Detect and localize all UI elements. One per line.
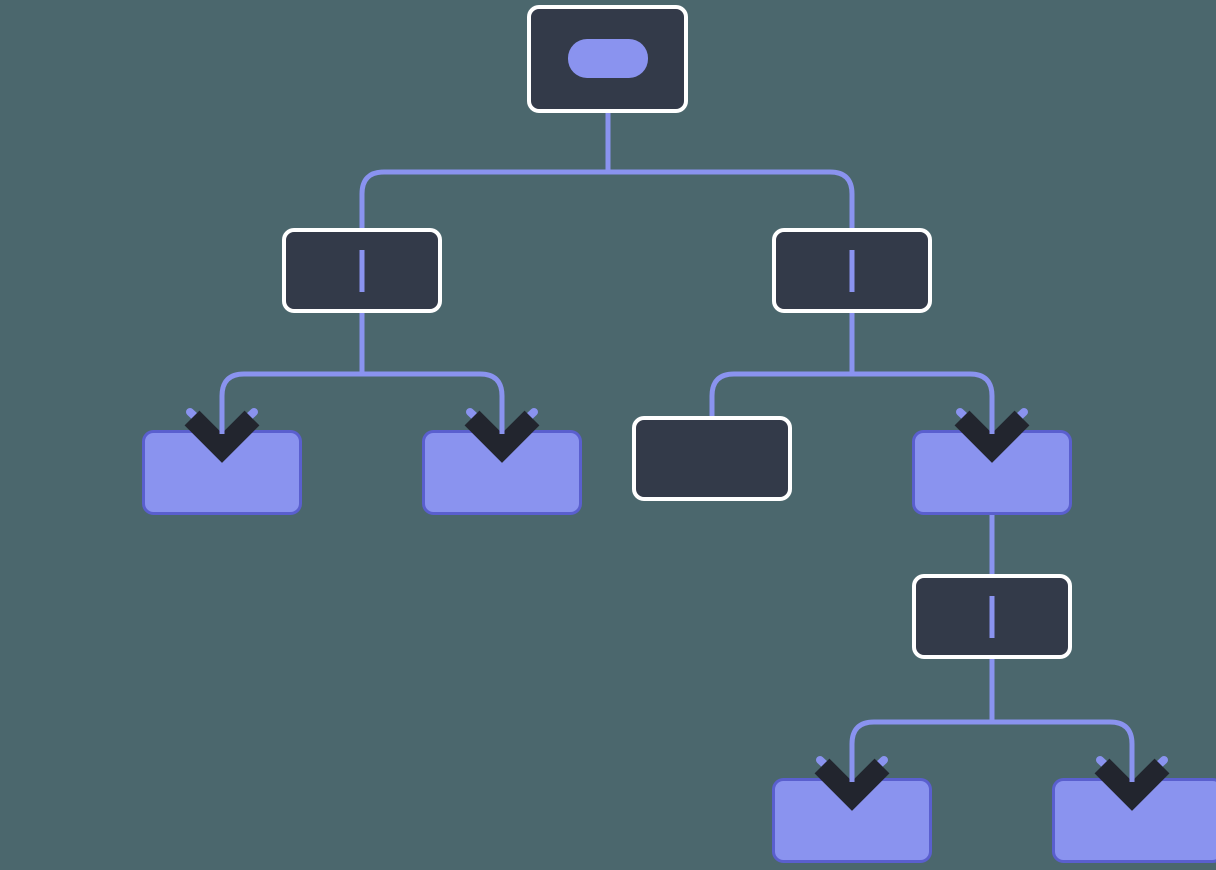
arrowhead-branch-node-dark-chevron <box>954 410 1030 463</box>
edge-mid-left-to-leaf-1[interactable] <box>219 371 362 430</box>
arrowhead-leaf-3-dark-chevron <box>814 758 890 811</box>
dark-leaf-node-shape[interactable] <box>632 416 792 501</box>
edge-root-to-mid-left[interactable] <box>359 169 608 316</box>
edge-mid-left-to-leaf-2[interactable] <box>362 371 505 430</box>
arrowhead-leaf-1-icon <box>184 398 260 463</box>
edge-root-to-mid-right[interactable] <box>608 169 855 316</box>
arrowhead-leaf-4-dark-chevron <box>1094 758 1170 811</box>
root-node[interactable] <box>527 5 688 113</box>
edge-overlay-layer <box>359 250 995 638</box>
arrowhead-leaf-2-dark-chevron <box>464 410 540 463</box>
edge-sub-mid-to-leaf-4[interactable] <box>992 719 1135 778</box>
arrowhead-leaf-2-icon <box>464 398 540 463</box>
arrowhead-leaf-3-icon <box>814 746 890 811</box>
arrowhead-branch-node-icon <box>954 398 1030 463</box>
arrowhead-leaf-1-dark-chevron <box>184 410 260 463</box>
edge-sub-mid-to-leaf-3[interactable] <box>849 719 992 778</box>
arrowhead-leaf-4-icon <box>1094 746 1170 811</box>
edge-mid-right-to-branch-node[interactable] <box>852 371 995 430</box>
root-node-pill-icon <box>568 39 648 78</box>
arrowhead-layer <box>184 398 1170 811</box>
edge-mid-right-to-dark-leaf[interactable] <box>709 371 852 418</box>
dark-leaf-node[interactable] <box>632 416 792 501</box>
